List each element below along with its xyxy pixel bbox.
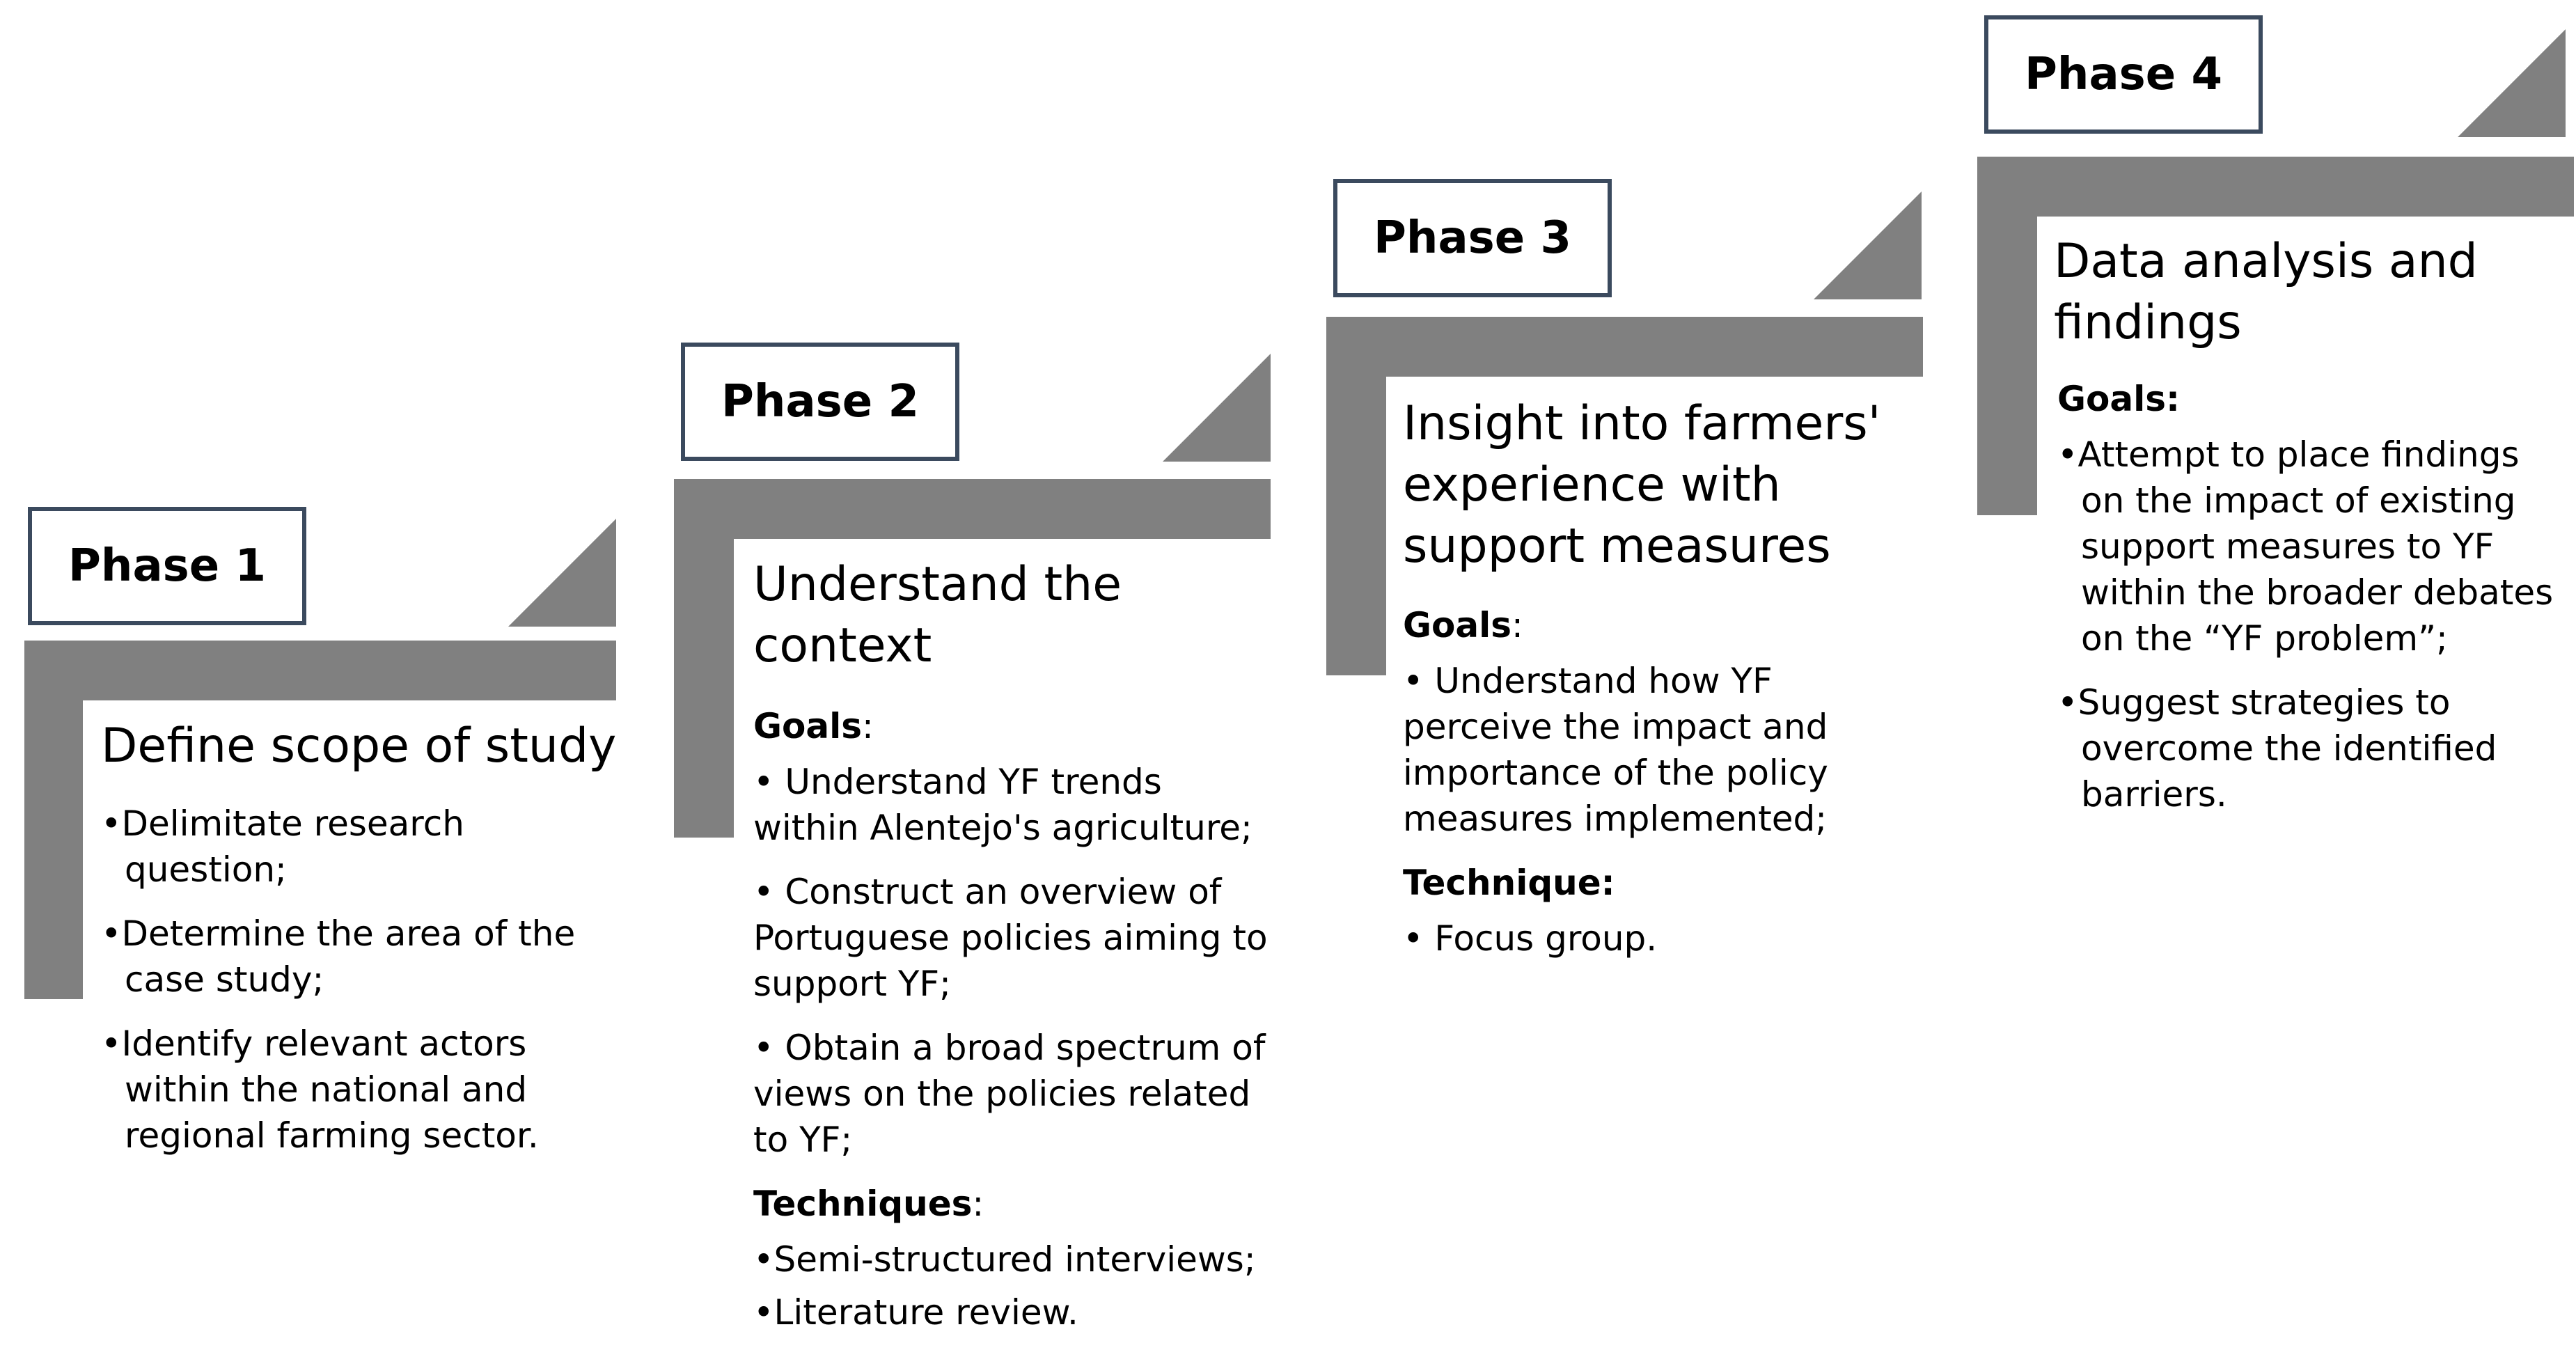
phase-3-technique: • Focus group. xyxy=(1403,918,1658,959)
phase-2-body: Goals: • Understand YF trends within Ale… xyxy=(753,703,1269,1342)
phase-2-step-riser xyxy=(674,479,734,838)
phase-4-step-bar xyxy=(1977,157,2574,217)
phase-1-label: Phase 1 xyxy=(28,507,306,625)
phase-3-title: Insight into farmers' experience with su… xyxy=(1403,396,1881,574)
phase-2-techniques-heading: Techniques: xyxy=(753,1184,984,1224)
phase-4-step-riser xyxy=(1977,157,2037,515)
phase-2-arrow-triangle xyxy=(1163,354,1271,462)
phase-4-goal: •Suggest strategies to overcome the iden… xyxy=(2057,682,2497,815)
phase-2-step-bar xyxy=(674,479,1271,539)
phase-3-goal: • Understand how YF perceive the impact … xyxy=(1403,661,1828,839)
phase-3-goals-heading: Goals: xyxy=(1403,605,1523,645)
phase-1-list: •Delimitate research question; •Determin… xyxy=(101,801,588,1177)
phase-1-item: •Delimitate research question; xyxy=(101,803,464,890)
phase-2-technique: •Literature review. xyxy=(753,1292,1078,1333)
phase-2-label: Phase 2 xyxy=(681,343,959,461)
phase-3-step-riser xyxy=(1326,317,1386,675)
phase-3-techniques-heading: Technique: xyxy=(1403,863,1615,903)
phase-1-item: •Identify relevant actors within the nat… xyxy=(101,1023,539,1156)
phase-2-goal: • Obtain a broad spectrum of views on th… xyxy=(753,1028,1266,1160)
phase-4-label: Phase 4 xyxy=(1984,15,2263,134)
phase-2-goal: • Understand YF trends within Alentejo's… xyxy=(753,762,1252,848)
phase-2-goal: • Construct an overview of Portuguese po… xyxy=(753,872,1268,1004)
phase-3-step-bar xyxy=(1326,317,1923,377)
phase-4-body: Goals: •Attempt to place findings on the… xyxy=(2057,376,2559,835)
phase-2-title: Understand the context xyxy=(753,557,1122,673)
phase-1-step-riser xyxy=(24,641,83,999)
phase-4-title: Data analysis and findings xyxy=(2054,234,2478,350)
phase-2-goals-heading: Goals: xyxy=(753,706,874,746)
phase-2-technique: •Semi-structured interviews; xyxy=(753,1239,1256,1280)
phase-3-body: Goals: • Understand how YF perceive the … xyxy=(1403,602,1890,980)
phase-4-goals-heading: Goals: xyxy=(2057,379,2181,419)
phase-3-label: Phase 3 xyxy=(1333,179,1612,297)
phase-1-arrow-triangle xyxy=(508,519,616,627)
phase-1-item: •Determine the area of the case study; xyxy=(101,913,576,1000)
phase-4-goal: •Attempt to place findings on the impact… xyxy=(2057,434,2554,659)
phase-4-arrow-triangle xyxy=(2458,29,2566,137)
phase-3-arrow-triangle xyxy=(1814,191,1922,299)
phase-1-step-bar xyxy=(24,641,616,700)
phase-1-title: Define scope of study xyxy=(101,719,617,774)
